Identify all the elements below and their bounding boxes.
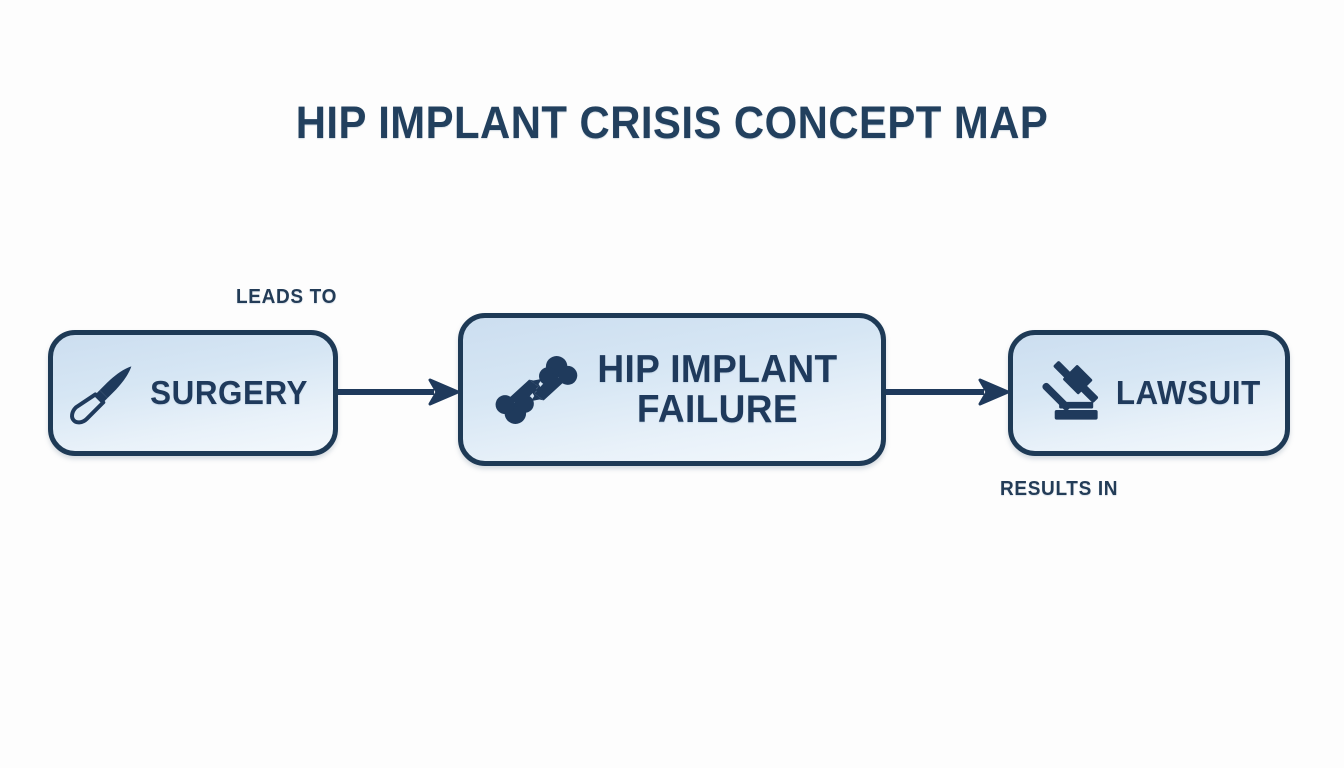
arrow-right-icon-failure-to-lawsuit [886, 375, 1012, 409]
gavel-icon [1034, 356, 1108, 430]
arrow-right-icon-surgery-to-failure [338, 375, 462, 409]
page-title: HIP IMPLANT CRISIS CONCEPT MAP [295, 97, 1049, 148]
edge-label-results-in: RESULTS IN [1000, 478, 1119, 500]
concept-node-label: HIP IMPLANT FAILURE [596, 347, 838, 431]
broken-bone-icon [493, 347, 579, 433]
scalpel-icon [68, 357, 140, 429]
edge-label-leads-to: LEADS TO [236, 286, 338, 308]
concept-node-surgery[interactable]: SURGERY [48, 330, 338, 456]
concept-node-label: LAWSUIT [1115, 374, 1261, 412]
concept-node-hip-implant-failure[interactable]: HIP IMPLANT FAILURE [458, 313, 886, 466]
concept-node-label: SURGERY [150, 374, 308, 412]
concept-node-lawsuit[interactable]: LAWSUIT [1008, 330, 1290, 456]
